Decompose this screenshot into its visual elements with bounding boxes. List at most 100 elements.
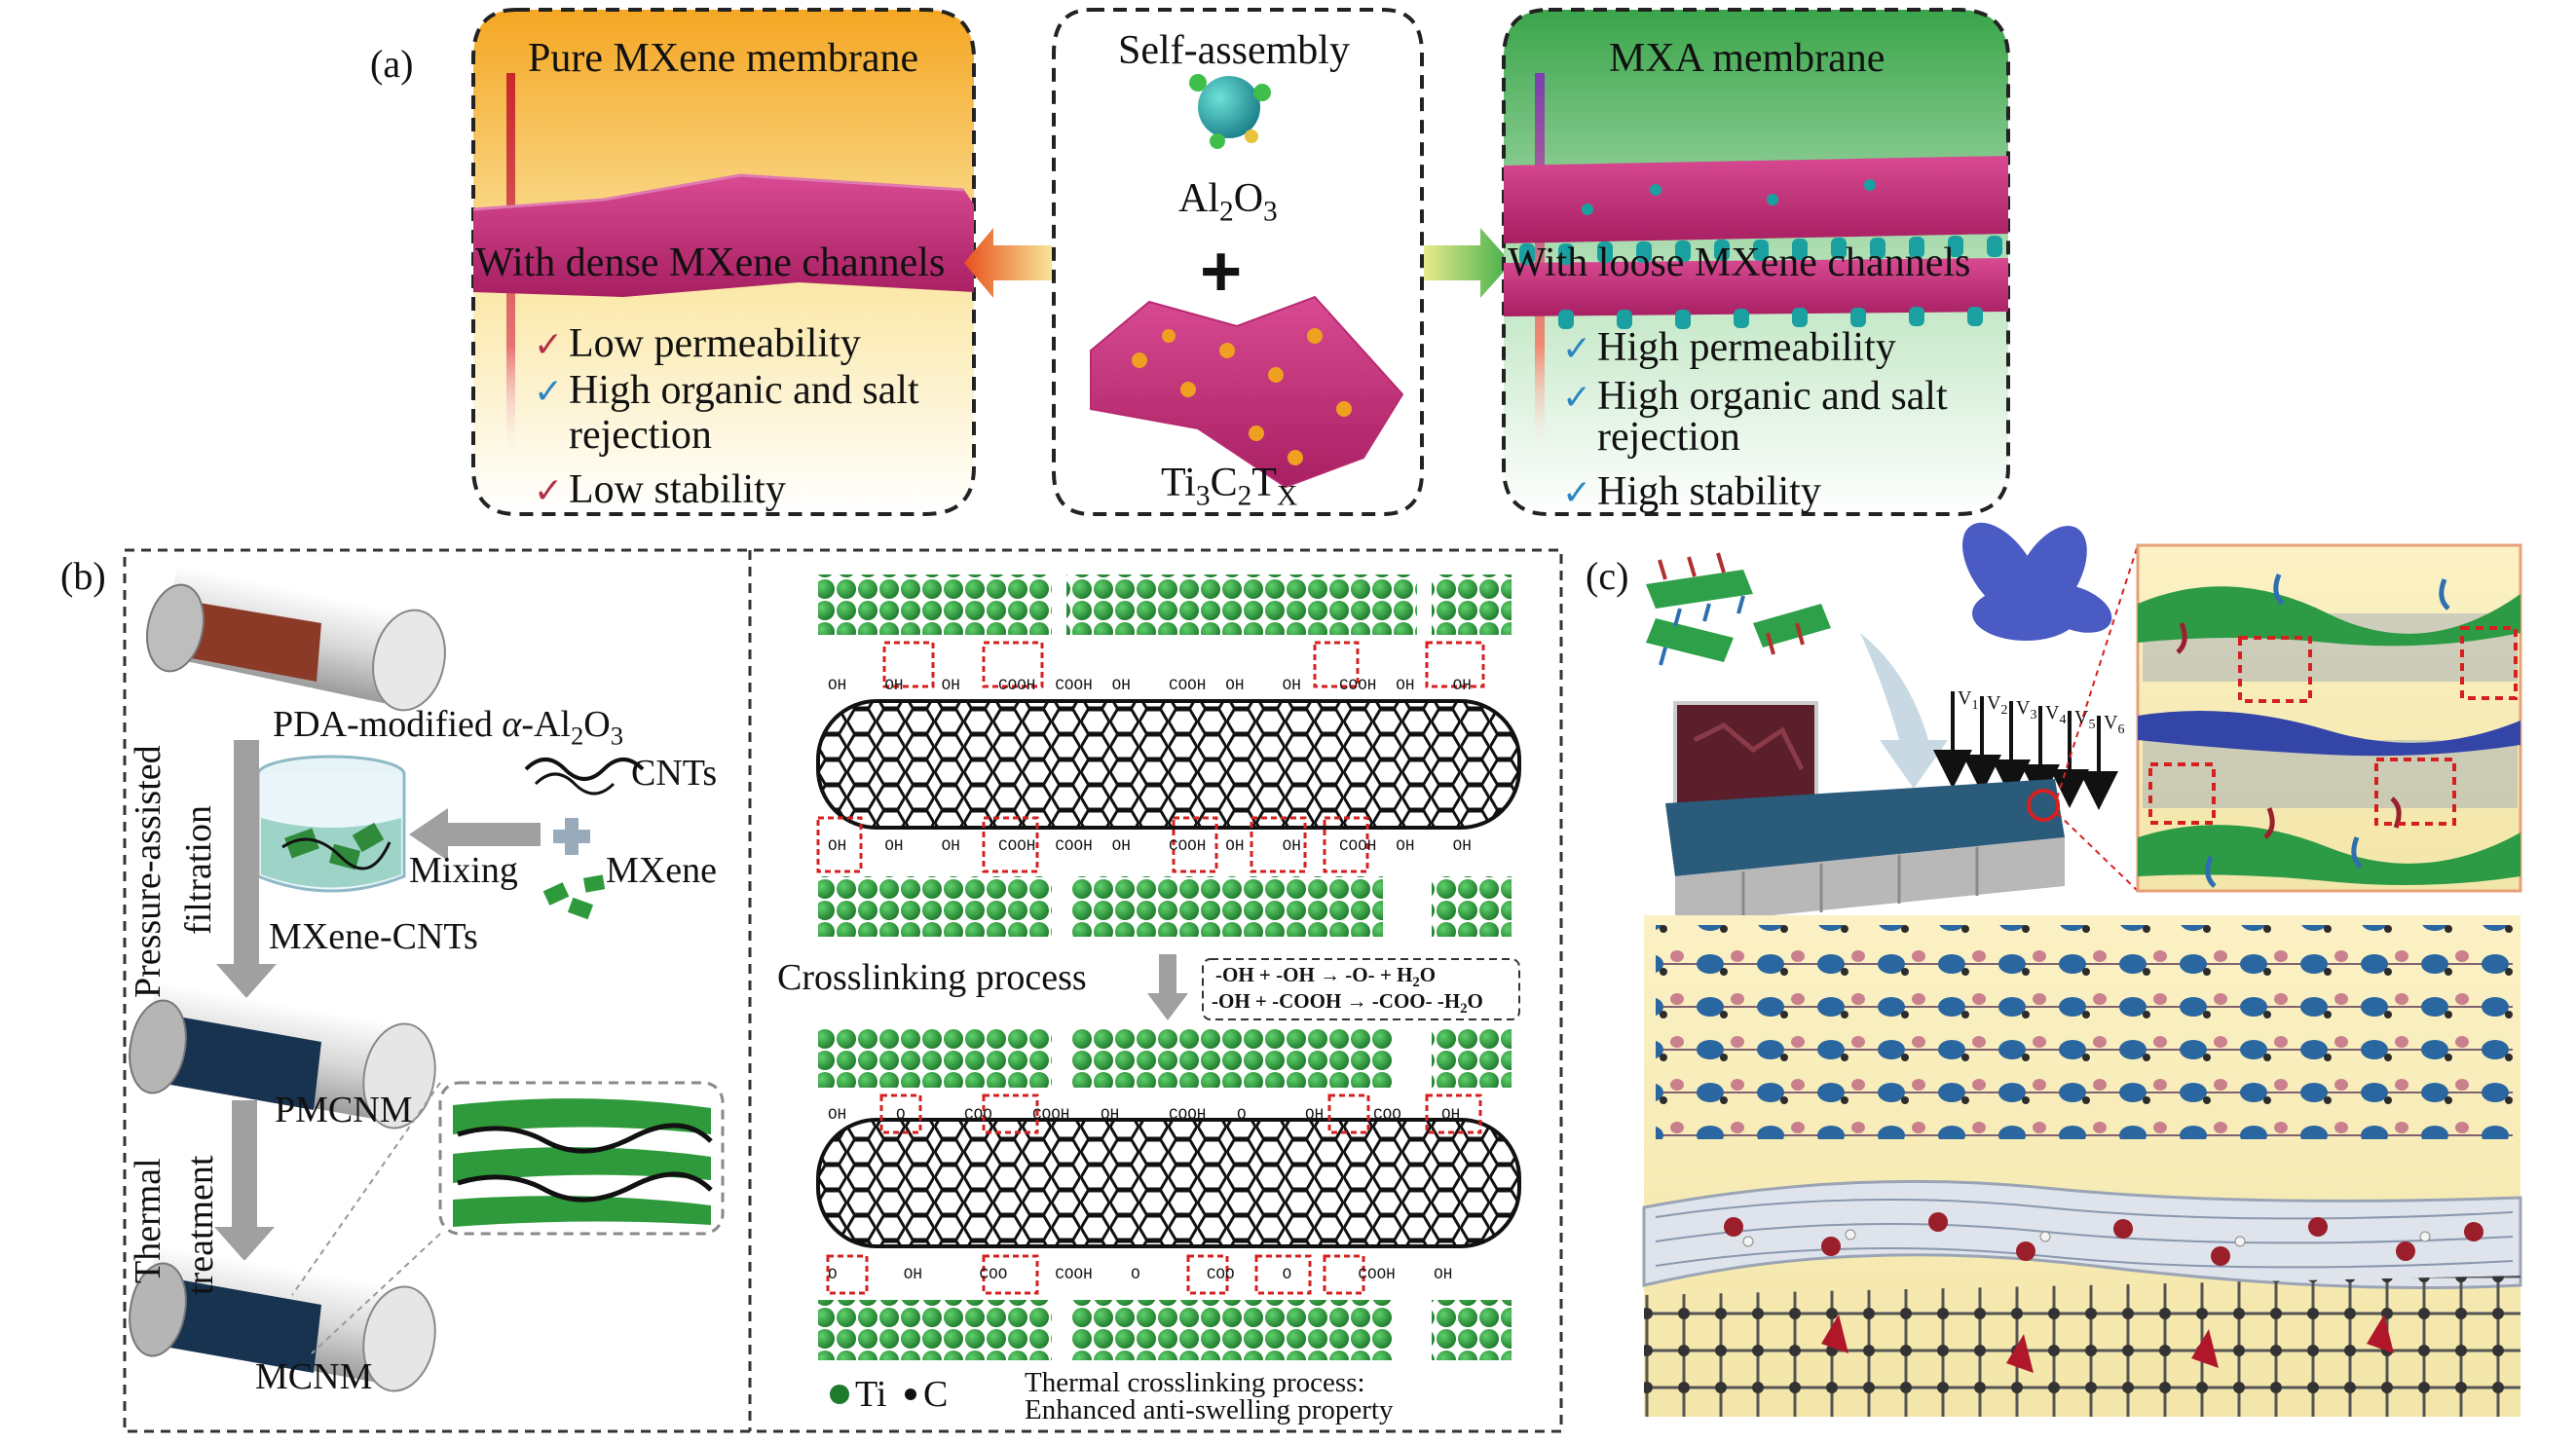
mcnm-label: MCNM — [255, 1356, 373, 1397]
functional-group-label: COOH — [1055, 677, 1093, 694]
legend-c-label: C — [923, 1374, 949, 1415]
functional-group-label: OH — [941, 677, 960, 694]
functional-group-label: COOH — [1338, 837, 1377, 855]
functional-group-label: OH — [1282, 837, 1301, 855]
check-icon: ✓ — [1562, 378, 1592, 417]
caption-line-2: Enhanced anti-swelling property — [1025, 1394, 1394, 1425]
pressure-label: Pressure-assisted — [128, 745, 168, 998]
equation-2: -OH + -COOH → -COO- -H2O — [1212, 989, 1483, 1018]
permeation-arrow-label: V6 — [2104, 712, 2125, 737]
equation-1: -OH + -OH → -O- + H2O — [1215, 963, 1437, 991]
self-assembly-title: Self-assembly — [1118, 28, 1350, 73]
equation-box — [1202, 958, 1520, 1020]
permeation-arrow-label: V2 — [1987, 692, 2008, 718]
functional-group-label: OH — [1452, 677, 1472, 694]
functional-group-label: OH — [828, 837, 847, 855]
legend-ti-dot — [830, 1385, 849, 1404]
pure-item-2: ✓High organic and salt — [534, 368, 919, 413]
permeation-arrow-label: V5 — [2074, 707, 2096, 732]
mxa-item-2: ✓High organic and salt — [1562, 374, 1948, 419]
pda-label: PDA-modified α-Al2O3 — [273, 704, 624, 751]
functional-group-label: OH — [1441, 1106, 1461, 1124]
functional-group-label: COO — [964, 1106, 992, 1124]
panel-b-letter: (b) — [60, 554, 106, 598]
gray-arrows-b — [214, 740, 1188, 1261]
treatment-label: treatment — [180, 1155, 221, 1295]
panel-a-letter: (a) — [370, 42, 414, 86]
mxa-item-4: ✓High stability — [1562, 469, 1821, 514]
functional-group-label: COOH — [1168, 677, 1207, 694]
functional-group-label: COO — [1373, 1106, 1401, 1124]
structure-bottom — [816, 1027, 1521, 1360]
functional-group-label: COOH — [1055, 1266, 1093, 1283]
functional-group-label: COOH — [1168, 837, 1207, 855]
functional-group-label: OH — [1305, 1106, 1325, 1124]
functional-group-label: OH — [941, 837, 960, 855]
functional-group-label: OH — [1396, 677, 1415, 694]
check-icon: ✓ — [534, 325, 564, 364]
functional-group-label: OH — [1225, 677, 1245, 694]
functional-group-label: COOH — [1338, 677, 1377, 694]
plus-sign: + — [1200, 231, 1243, 312]
arrow-to-pure — [964, 228, 1052, 298]
check-icon: ✓ — [1562, 329, 1592, 368]
cnt-squiggle — [524, 758, 645, 781]
arrow-to-mxa — [1424, 228, 1512, 298]
panel-c-zoom — [2136, 543, 2522, 893]
tube-mcnm — [129, 1244, 436, 1392]
functional-group-label: COOH — [1358, 1266, 1396, 1283]
mxa-title: MXA membrane — [1609, 36, 1885, 81]
mxa-item-1: ✓High permeability — [1562, 325, 1896, 370]
functional-group-label: O — [896, 1106, 906, 1124]
functional-group-label: OH — [1111, 837, 1131, 855]
functional-group-label: COO — [979, 1266, 1008, 1283]
structure-top — [816, 574, 1521, 937]
tube-pda — [146, 565, 446, 712]
permeation-arrow-label: V4 — [2045, 702, 2067, 727]
tube-pmcnm — [129, 981, 436, 1129]
cnt-squiggle-2 — [534, 772, 616, 796]
functional-group-label: O — [1282, 1266, 1292, 1283]
functional-group-label: OH — [884, 837, 904, 855]
legend-ti-label: Ti — [855, 1374, 887, 1415]
mxene-label: MXene — [606, 850, 717, 891]
functional-group-label: OH — [1452, 837, 1472, 855]
thermal-label: Thermal — [128, 1158, 168, 1283]
dense-channel-label: With dense MXene channels — [475, 241, 946, 285]
panel-c-bottom — [1642, 915, 2522, 1417]
caption-line-1: Thermal crosslinking process: — [1025, 1367, 1365, 1398]
al2o3-label: Al2O3 — [1178, 176, 1278, 228]
pure-item-1: ✓Low permeability — [534, 321, 861, 366]
pure-item-4: ✓Low stability — [534, 467, 786, 512]
panel-c-topleft — [1646, 522, 2139, 925]
functional-group-label: OH — [1434, 1266, 1453, 1283]
pure-mxene-box — [471, 8, 976, 516]
mxene-cnts-label: MXene-CNTs — [269, 916, 478, 957]
mxa-box — [1502, 8, 2010, 516]
crosslinking-label: Crosslinking process — [777, 957, 1087, 998]
functional-group-label: OH — [1396, 837, 1415, 855]
pmcnm-label: PMCNM — [275, 1090, 413, 1130]
mixing-label: Mixing — [409, 850, 518, 891]
pure-item-3: rejection — [569, 413, 712, 458]
functional-group-label: O — [1237, 1106, 1247, 1124]
red-marker-boxes-b — [816, 641, 1485, 1295]
functional-group-label: OH — [903, 1266, 922, 1283]
check-icon: ✓ — [534, 372, 564, 411]
filtration-label: filtration — [178, 805, 219, 935]
plus-b — [553, 818, 590, 855]
functional-group-label: O — [828, 1266, 838, 1283]
ti3c2tx-label: Ti3C2TX — [1161, 461, 1298, 512]
permeation-arrow-label: V1 — [1958, 687, 1979, 713]
panel-c-letter: (c) — [1586, 554, 1629, 598]
self-assembly-box — [1052, 8, 1424, 516]
